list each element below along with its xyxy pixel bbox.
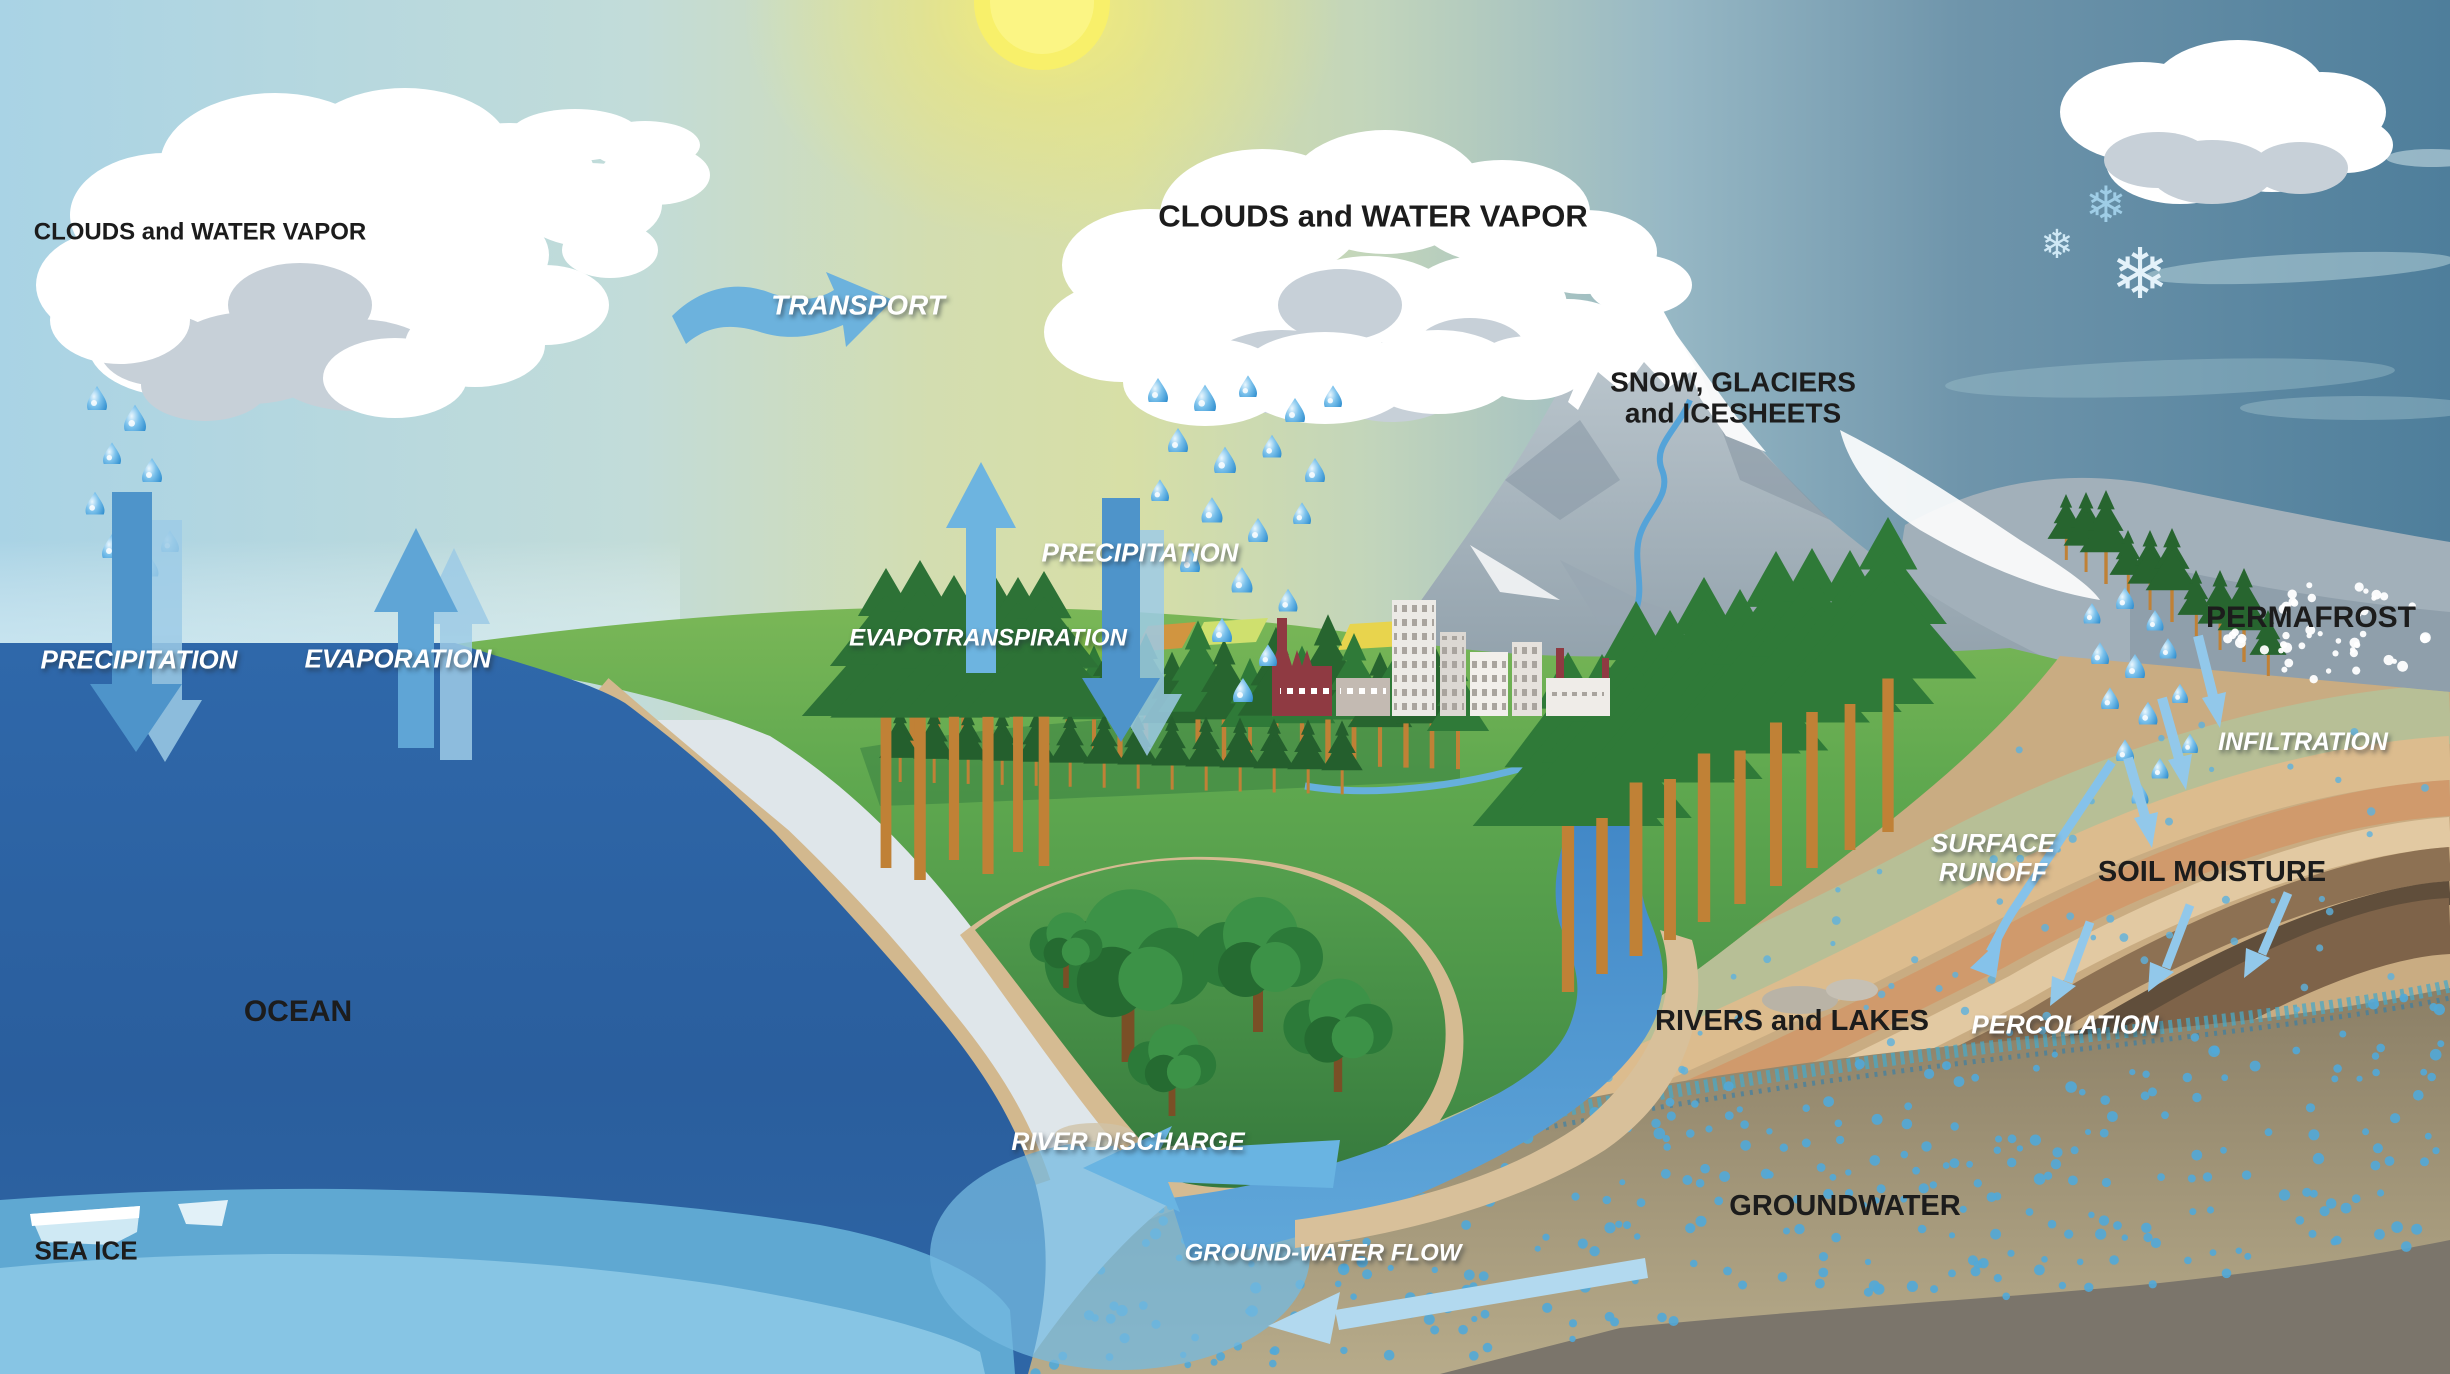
precipitation-left-arrow xyxy=(90,492,202,762)
label-permafrost: PERMAFROST xyxy=(2206,601,2416,635)
transport-arrow xyxy=(672,272,893,347)
snowfall: ❄ ❄ ❄ xyxy=(2040,176,2169,315)
precipitation-center-arrow xyxy=(1082,498,1182,756)
evapotranspiration-arrow xyxy=(946,462,1016,673)
snow-cap xyxy=(1568,266,1696,410)
label-infiltration: INFILTRATION xyxy=(2218,728,2388,756)
cloud-left xyxy=(36,88,710,421)
label-surface-runoff-line1: SURFACE xyxy=(1930,827,2056,858)
snowflake-icon: ❄ xyxy=(2085,176,2127,234)
label-surface-runoff-line2: RUNOFF xyxy=(1938,857,2048,887)
groundwater-flow-arrow xyxy=(1268,1258,1648,1344)
river-discharge-arrow xyxy=(1083,1126,1340,1212)
infiltration-arrows xyxy=(2123,634,2226,848)
surface-runoff-stream xyxy=(1970,759,2116,978)
sun-core xyxy=(990,0,1094,54)
label-transport: TRANSPORT xyxy=(771,289,945,321)
label-rivers-lakes: RIVERS and LAKES xyxy=(1655,1004,1929,1037)
label-snow-glaciers-line2: and ICESHEETS xyxy=(1624,398,1842,429)
sea-ice-floes xyxy=(30,1200,228,1245)
label-evaporation: EVAPORATION xyxy=(304,643,492,674)
snowflake-icon: ❄ xyxy=(2040,222,2074,268)
label-clouds-left: CLOUDS and WATER VAPOR xyxy=(33,218,367,246)
label-soil-moisture: SOIL MOISTURE xyxy=(2097,855,2327,888)
bedrock xyxy=(1440,1240,2450,1374)
label-groundwater: GROUNDWATER xyxy=(1729,1189,1961,1222)
ocean-shallow-light xyxy=(0,1254,985,1374)
label-snow-glaciers: SNOW, GLACIERS and ICESHEETS xyxy=(1610,367,1856,430)
cloud-center xyxy=(1044,130,1692,426)
label-snow-glaciers-line1: SNOW, GLACIERS xyxy=(1610,366,1856,398)
cloud-top-right xyxy=(2060,40,2393,204)
label-percolation: PERCOLATION xyxy=(1971,1009,2159,1040)
snowflake-icon: ❄ xyxy=(2111,233,2170,315)
label-clouds-center: CLOUDS and WATER VAPOR xyxy=(1158,198,1588,234)
label-evapotranspiration: EVAPOTRANSPIRATION xyxy=(849,624,1127,652)
label-groundwater-flow: GROUND-WATER FLOW xyxy=(1184,1239,1462,1267)
label-ocean: OCEAN xyxy=(243,995,353,1029)
evaporation-arrow xyxy=(374,528,490,760)
river xyxy=(1170,740,1664,1262)
wind-streaks xyxy=(1945,149,2450,420)
label-surface-runoff: SURFACE RUNOFF xyxy=(1930,827,2056,887)
city xyxy=(1272,600,1610,716)
label-river-discharge: RIVER DISCHARGE xyxy=(1011,1128,1245,1156)
percolation-arrows xyxy=(2050,891,2293,1006)
permafrost-dots xyxy=(2223,582,2431,684)
label-precipitation-center: PRECIPITATION xyxy=(1041,537,1239,568)
label-sea-ice: SEA ICE xyxy=(34,1235,138,1266)
river-bank-beach xyxy=(1295,930,1699,1248)
label-precipitation-left: PRECIPITATION xyxy=(40,644,238,675)
